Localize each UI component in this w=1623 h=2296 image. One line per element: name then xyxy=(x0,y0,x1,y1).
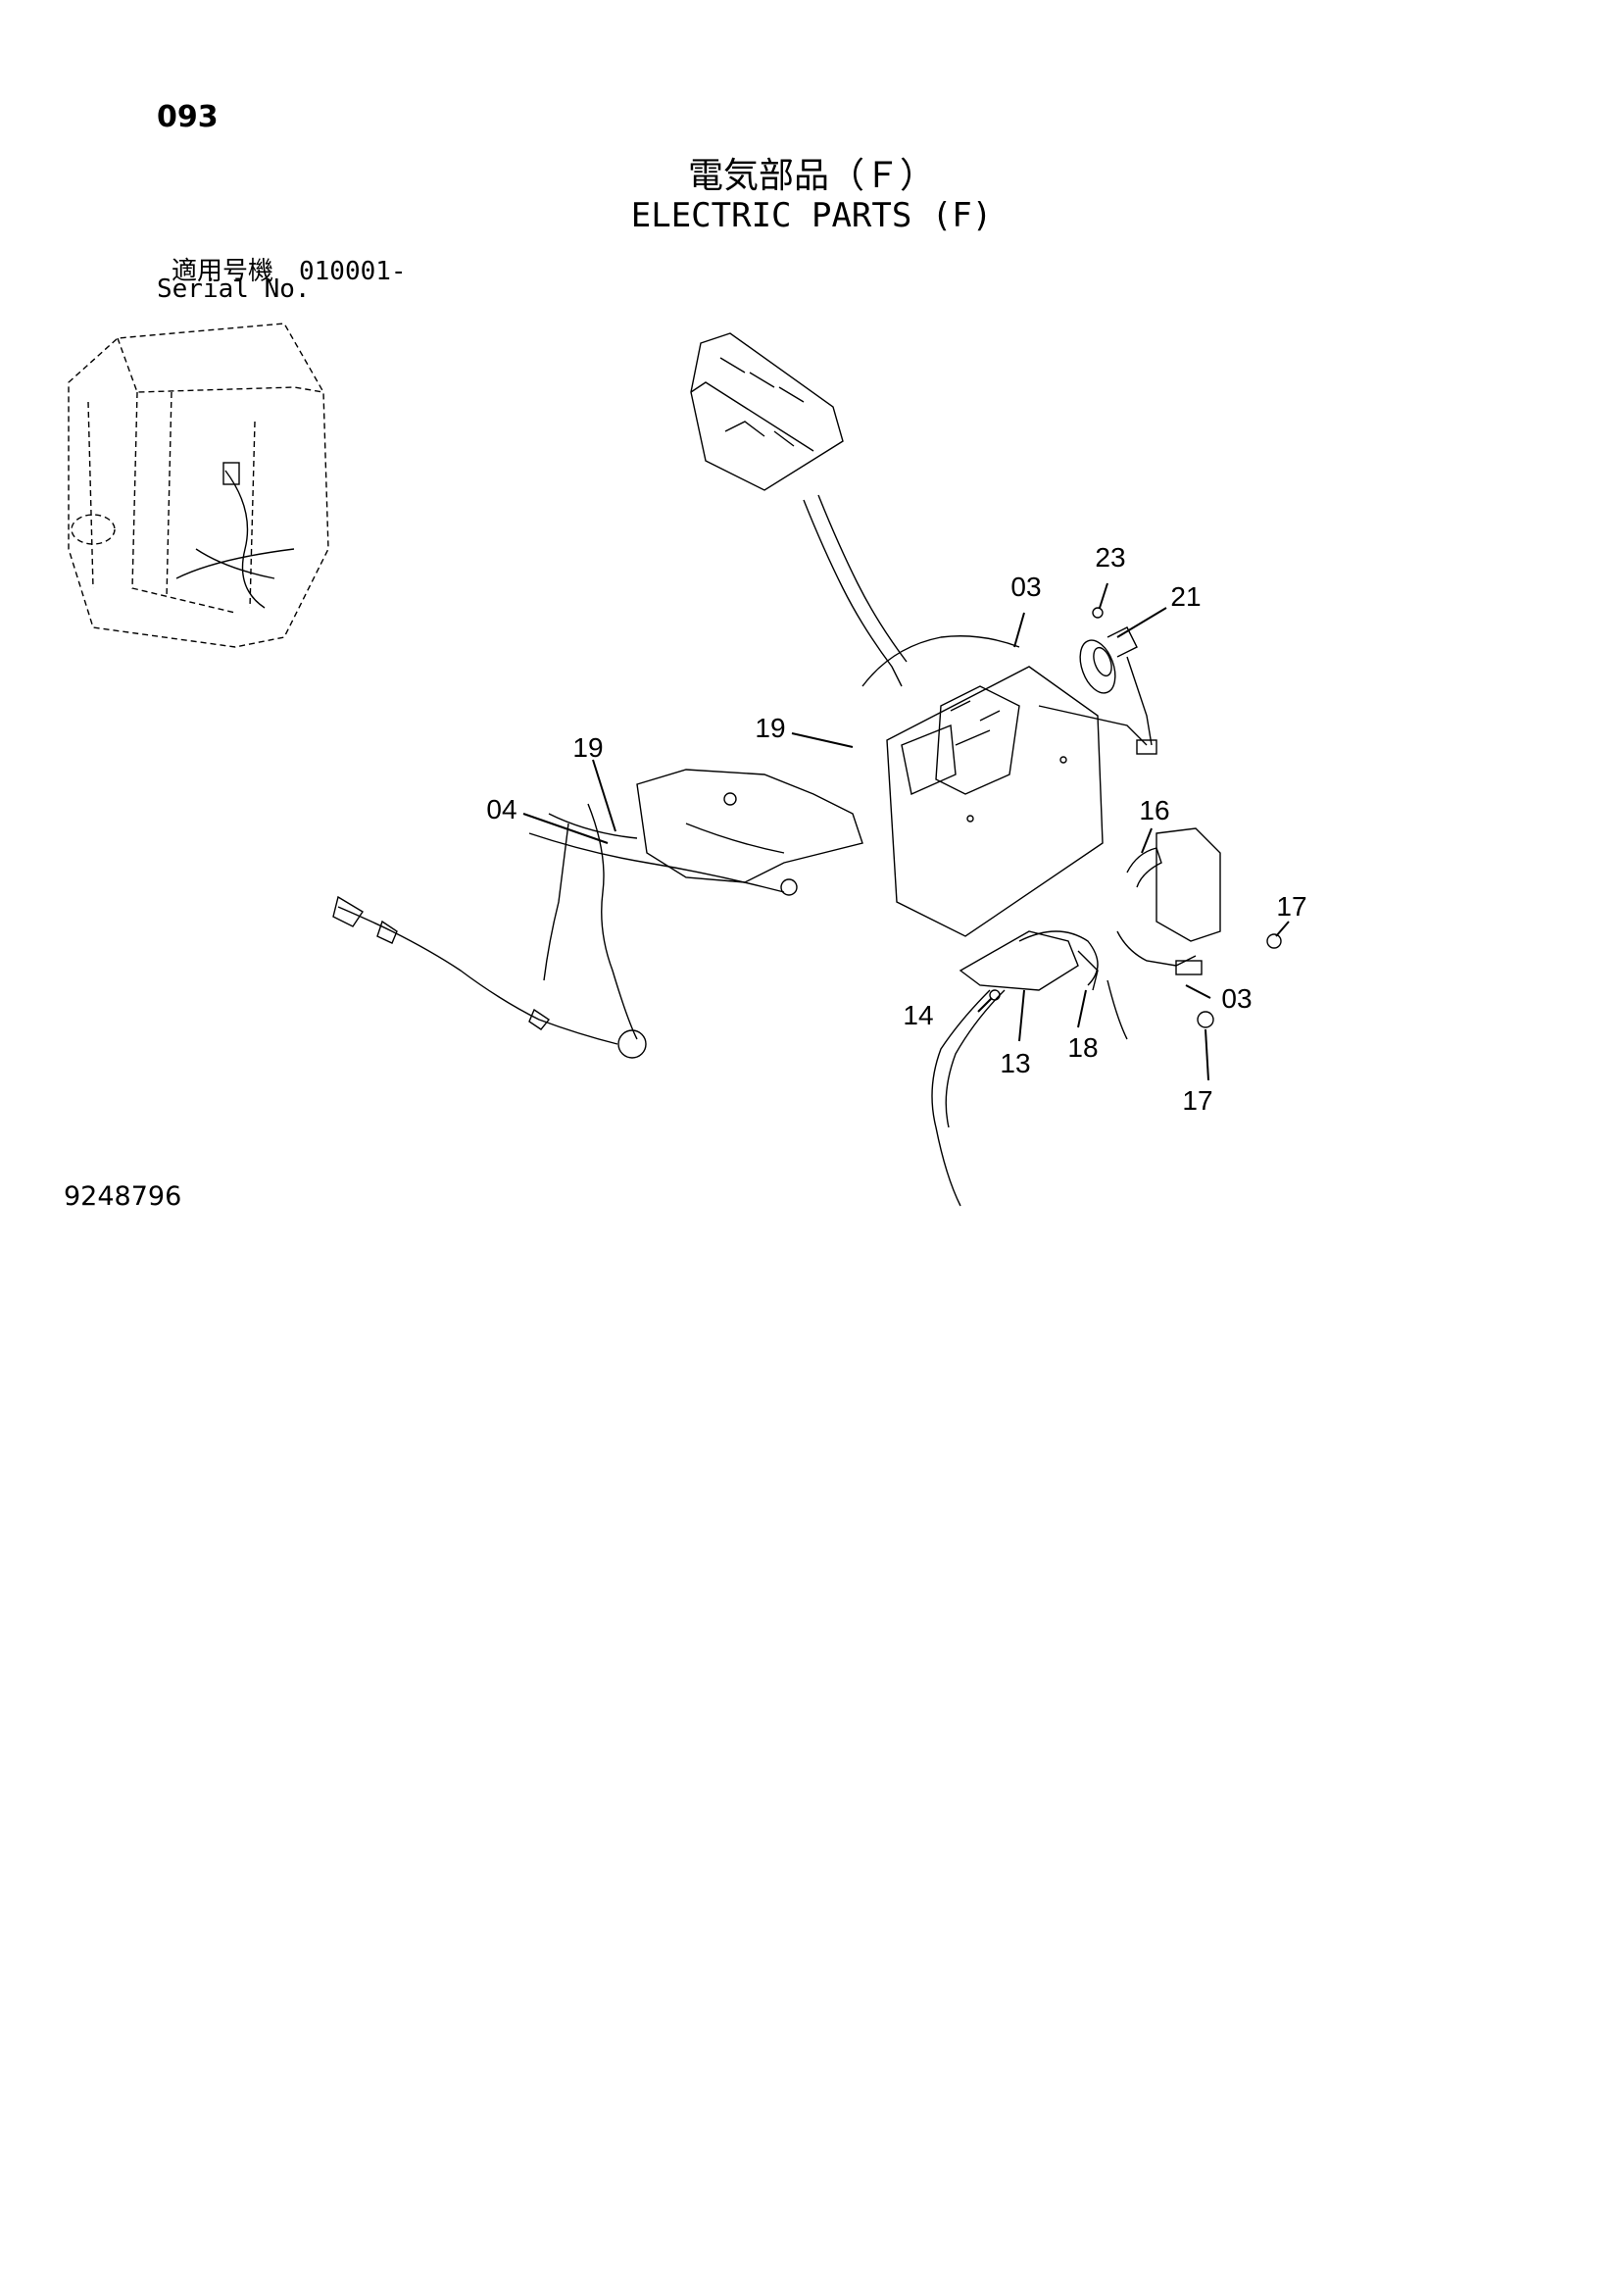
callout-04: 04 xyxy=(486,794,516,824)
callout-19-right: 19 xyxy=(755,713,785,743)
leader-lines xyxy=(522,582,1290,1081)
callout-03-top: 03 xyxy=(1010,572,1041,602)
callout-17-lower: 17 xyxy=(1182,1085,1212,1116)
document-number: 9248796 xyxy=(64,1181,182,1212)
callout-labels: 03 23 21 19 19 04 16 17 14 03 13 18 17 xyxy=(486,542,1306,1116)
horn-drawing xyxy=(1079,607,1157,755)
cab-overview-drawing xyxy=(68,323,329,648)
callout-13: 13 xyxy=(1000,1048,1030,1078)
bracket-assembly-drawing xyxy=(931,827,1282,1207)
callout-23: 23 xyxy=(1095,542,1125,573)
wire-harness-drawing xyxy=(332,635,1020,1059)
page-number: 093 xyxy=(157,100,219,134)
page-title-jp: 電気部品（Ｆ） xyxy=(687,156,935,196)
serial-label-en: Serial No. xyxy=(157,275,311,304)
callout-14: 14 xyxy=(903,1000,933,1030)
callout-19-left: 19 xyxy=(572,732,603,763)
callout-18: 18 xyxy=(1067,1032,1098,1063)
callout-16: 16 xyxy=(1139,795,1169,825)
relay-plate-drawing xyxy=(886,666,1148,937)
control-console-drawing xyxy=(690,332,908,687)
serial-label-jp: 適用号機 010001- xyxy=(172,257,407,286)
callout-03-lower: 03 xyxy=(1221,983,1252,1014)
page-title-en: ELECTRIC PARTS (F) xyxy=(630,196,993,235)
callout-21: 21 xyxy=(1170,581,1201,612)
callout-17-upper: 17 xyxy=(1276,891,1306,922)
